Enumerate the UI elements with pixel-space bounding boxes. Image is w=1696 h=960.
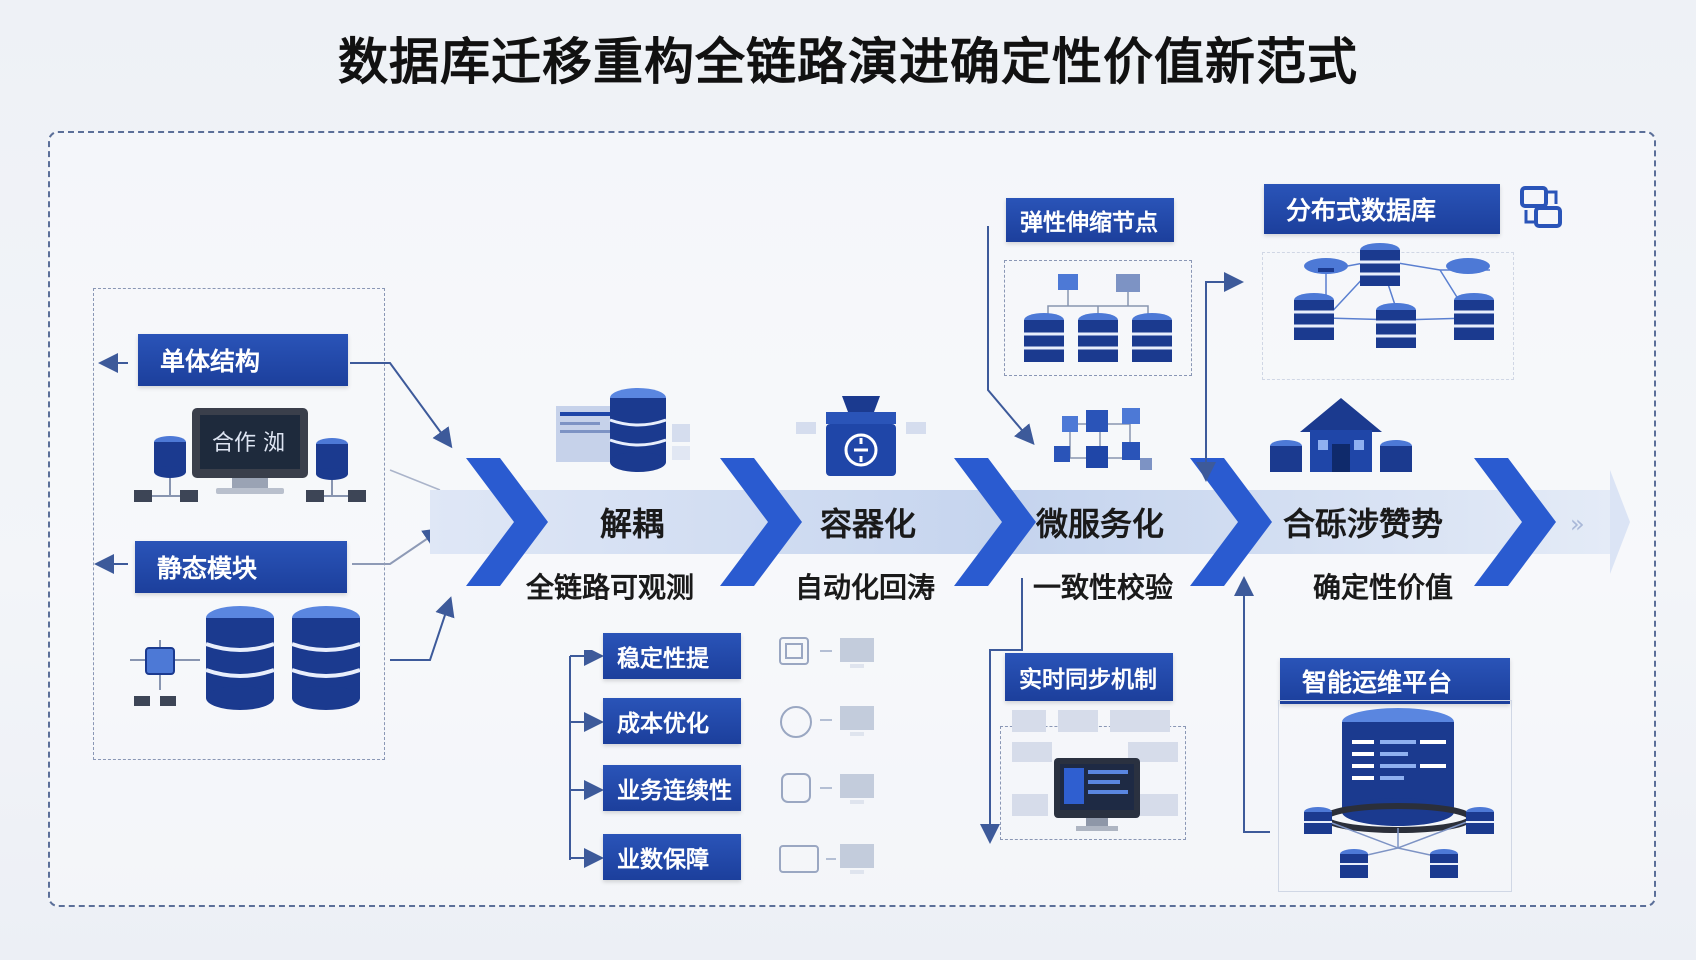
stage-final: 合砾涉赞势 — [1282, 505, 1443, 543]
static-module-label: 静态模块 — [135, 541, 347, 593]
stage-microservice: 微服务化 — [1035, 505, 1164, 543]
monolith-server-icon: 合作 洳 — [130, 400, 370, 510]
monitor-text: 合作 洳 — [212, 431, 285, 456]
stage-containerize: 容器化 — [819, 505, 916, 543]
elastic-db-cluster-icon — [1018, 268, 1178, 368]
flow-band: » — [430, 458, 1630, 586]
sub-consistency: 一致性校验 — [1032, 571, 1173, 604]
static-db-icon — [120, 600, 380, 720]
value-label-continuity: 业务连续性 — [603, 765, 741, 811]
elastic-node-label: 弹性伸缩节点 — [1006, 198, 1174, 242]
sub-observability: 全链路可观测 — [525, 571, 694, 604]
svg-text:»: » — [1570, 510, 1585, 538]
distributed-db-mesh-icon — [1290, 240, 1510, 360]
value-label-cost: 成本优化 — [603, 698, 741, 744]
container-icon — [796, 392, 926, 482]
elastic-node-frame — [1004, 260, 1192, 376]
value-label-stability: 稳定性提 — [603, 633, 741, 679]
sub-certainty-value: 确定性价值 — [1312, 571, 1453, 604]
value-label-assurance: 业数保障 — [603, 834, 741, 880]
aiops-db-hub-icon — [1294, 708, 1504, 886]
aiops-platform-label: 智能运维平台 — [1280, 658, 1510, 704]
distributed-db-label: 分布式数据库 — [1264, 184, 1500, 234]
hub-building-icon — [1266, 396, 1416, 476]
sub-rollback: 自动化回涛 — [794, 571, 935, 604]
aiops-platform-frame — [1278, 700, 1512, 892]
right-connectors — [980, 226, 1270, 844]
decouple-db-icon — [552, 384, 702, 474]
value-icons — [776, 634, 896, 884]
value-bracket — [569, 650, 604, 868]
realtime-monitor-icon — [1010, 708, 1180, 838]
swap-icon[interactable] — [1516, 182, 1566, 232]
page-title: 数据库迁移重构全链路演进确定性价值新范式 — [338, 33, 1358, 91]
left-connectors — [94, 353, 455, 661]
stage-decouple: 解耦 — [599, 505, 664, 543]
microservice-icon — [1046, 402, 1156, 476]
realtime-sync-label: 实时同步机制 — [1005, 653, 1173, 701]
monolith-label: 单体结构 — [138, 334, 348, 386]
legacy-group-frame — [93, 288, 385, 760]
